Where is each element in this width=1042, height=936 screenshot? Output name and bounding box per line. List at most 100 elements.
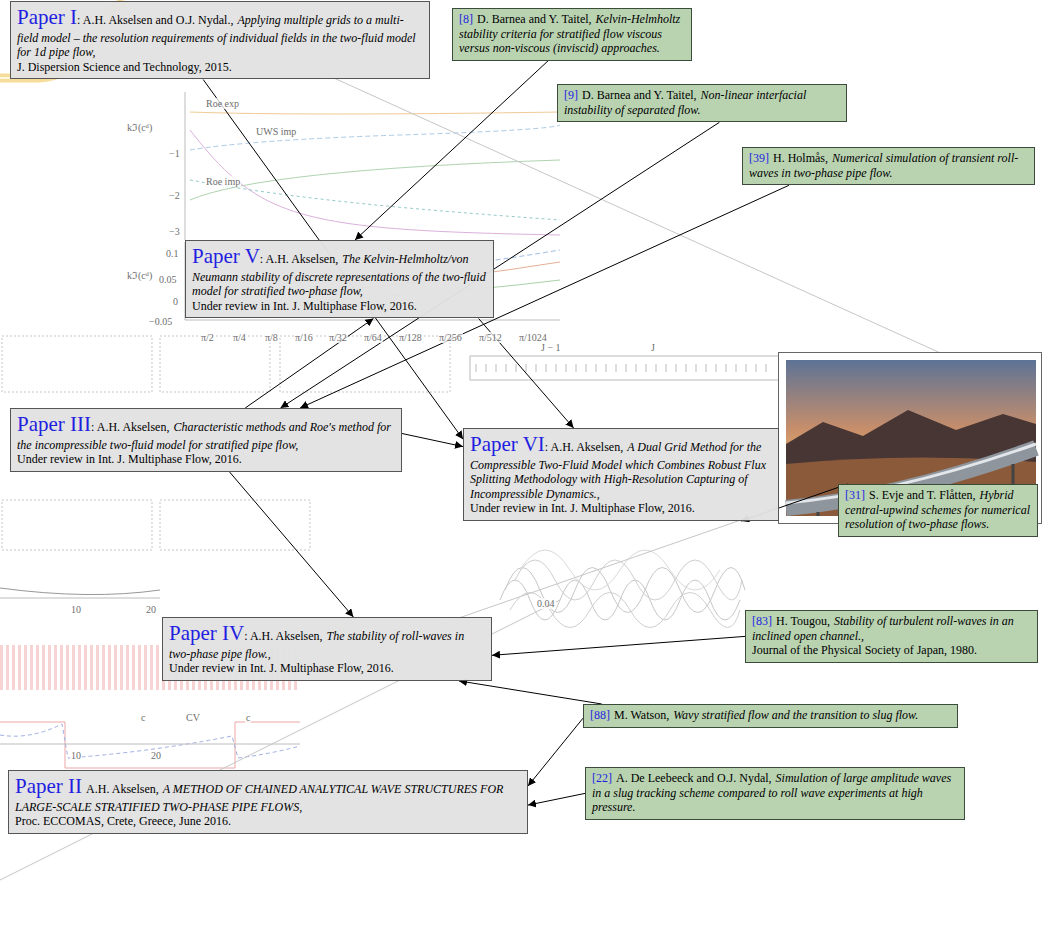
- reference-box: [88]M. Watson,Wavy stratified flow and t…: [583, 704, 958, 728]
- author-list: D. Barnea and Y. Taitel,: [582, 88, 697, 102]
- citation-number: [39]: [749, 151, 769, 165]
- reference-box: [8]D. Barnea and Y. Taitel,Kelvin-Helmho…: [452, 8, 692, 61]
- plot-annotation: 20: [145, 604, 157, 615]
- author-list: H. Tougou,: [776, 614, 830, 628]
- plot-annotation: π/256: [438, 332, 463, 343]
- axis: [0, 598, 160, 599]
- publication-venue: Under review in Int. J. Multiphase Flow,…: [470, 501, 772, 516]
- paper-box: Paper IV: A.H. Akselsen,The stability of…: [162, 617, 492, 681]
- paper-box: Paper V: A.H. Akselsen,The Kelvin-Helmho…: [185, 240, 494, 318]
- plot-annotation: π/4: [232, 332, 247, 343]
- heading: Paper I: [17, 5, 77, 29]
- plot-annotation: 0.1: [165, 248, 180, 259]
- plot-annotation: Roe exp: [205, 98, 240, 109]
- author-list: : A.H. Akselsen,: [545, 440, 623, 454]
- author-list: A. De Leebeeck and O.J. Nydal,: [616, 771, 772, 785]
- heading: Paper II: [15, 774, 82, 798]
- citation-number: [8]: [459, 12, 473, 26]
- citation-number: [9]: [564, 88, 578, 102]
- guide-line: [0, 600, 560, 880]
- author-list: H. Holmås,: [773, 151, 828, 165]
- plot-annotation: c: [140, 712, 146, 723]
- author-list: A.H. Akselsen,: [86, 782, 159, 796]
- guide-line: [250, 40, 1000, 380]
- plot-annotation: π/2: [200, 332, 215, 343]
- author-list: : A.H. Akselsen,: [260, 252, 338, 266]
- plot-annotation: CV: [185, 712, 201, 723]
- plot-annotation: 10: [70, 750, 82, 761]
- reference-box: [22]A. De Leebeeck and O.J. Nydal,Simula…: [585, 767, 965, 820]
- plot-annotation: 0.05: [158, 274, 178, 285]
- axis: [185, 92, 186, 240]
- plot-annotation: π/16: [294, 332, 314, 343]
- grid-cell: [280, 336, 450, 392]
- paper-title: Wavy stratified flow and the transition …: [673, 708, 918, 722]
- plot-annotation: 0: [172, 296, 179, 307]
- heading: Paper VI: [470, 432, 545, 456]
- plot-annotation: kℑ(cᵈ): [126, 270, 153, 281]
- author-list: : A.H. Akselsen,: [244, 629, 322, 643]
- grid-cell: [2, 500, 152, 550]
- plot-annotation: −0.05: [148, 316, 173, 327]
- citation-arrow: [355, 61, 548, 240]
- plot-annotation: c: [245, 712, 251, 723]
- plot-annotation: UWS imp: [255, 126, 297, 137]
- plot-annotation: π/512: [478, 332, 503, 343]
- citation-arrow: [492, 636, 745, 655]
- citation-number: [83]: [752, 614, 772, 628]
- author-list: M. Watson,: [614, 708, 669, 722]
- reference-box: [31]S. Evje and T. Flåtten,Hybrid centra…: [838, 484, 1038, 537]
- wave-curve: [520, 550, 720, 590]
- citation-arrow: [528, 793, 585, 805]
- reference-box: [83]H. Tougou,Stability of turbulent rol…: [745, 610, 1038, 663]
- heading: Paper IV: [169, 621, 244, 645]
- paper-box: Paper VI: A.H. Akselsen,A Dual Grid Meth…: [463, 428, 779, 521]
- plot-annotation: π/32: [328, 332, 348, 343]
- wave-curve: [500, 580, 740, 620]
- plot-annotation: π/64: [363, 332, 383, 343]
- plot-annotation: Roe imp: [205, 176, 241, 187]
- citation-arrow: [459, 681, 602, 704]
- publication-venue: Journal of the Physical Society of Japan…: [752, 643, 1031, 658]
- axis: [0, 744, 300, 745]
- publication-venue: Proc. ECCOMAS, Crete, Greece, June 2016.: [15, 814, 521, 829]
- citation-arrow: [402, 434, 463, 447]
- grid-cell: [160, 336, 270, 392]
- citation-arrow: [245, 319, 373, 409]
- plot-annotation: −1: [168, 148, 181, 159]
- plot-annotation: kℑ(cᵈ): [126, 122, 153, 133]
- plot-annotation: π/8: [264, 332, 279, 343]
- reference-box: [39]H. Holmås,Numerical simulation of tr…: [742, 147, 1035, 185]
- plot-curve: [0, 588, 160, 595]
- paper-box: Paper IIA.H. Akselsen,A METHOD OF CHAINE…: [8, 770, 528, 834]
- paper-box: Paper III: A.H. Akselsen,Characteristic …: [10, 408, 402, 472]
- plot-annotation: −2: [168, 190, 181, 201]
- plot-annotation: −3: [168, 226, 181, 237]
- plot-curve: [190, 112, 560, 114]
- plot-curve: [190, 130, 560, 235]
- citation-number: [22]: [592, 771, 612, 785]
- wave-curve: [510, 593, 740, 628]
- plot-annotation: π/128: [398, 332, 423, 343]
- plot-curve: [190, 160, 560, 200]
- publication-venue: Under review in Int. J. Multiphase Flow,…: [192, 299, 487, 314]
- plot-annotation: J: [650, 342, 656, 353]
- publication-venue: Under review in Int. J. Multiphase Flow,…: [17, 452, 395, 467]
- citation-arrow: [230, 472, 354, 617]
- plot-annotation: J − 1: [540, 342, 562, 353]
- plot-curve: [190, 180, 560, 220]
- plot-annotation: 0.04: [536, 598, 556, 609]
- citation-number: [31]: [845, 488, 865, 502]
- author-list: D. Barnea and Y. Taitel,: [477, 12, 592, 26]
- ruler: [470, 356, 780, 380]
- heading: Paper III: [17, 412, 91, 436]
- publication-venue: Under review in Int. J. Multiphase Flow,…: [169, 661, 485, 676]
- citation-arrow: [528, 718, 583, 786]
- citation-arrow: [479, 319, 574, 429]
- reference-box: [9]D. Barnea and Y. Taitel,Non-linear in…: [557, 84, 847, 122]
- heading: Paper V: [192, 244, 260, 268]
- grid-cell: [2, 336, 152, 392]
- plot-annotation: 10: [70, 604, 82, 615]
- author-list: : A.H. Akselsen,: [91, 420, 169, 434]
- plot-annotation: 20: [150, 750, 162, 761]
